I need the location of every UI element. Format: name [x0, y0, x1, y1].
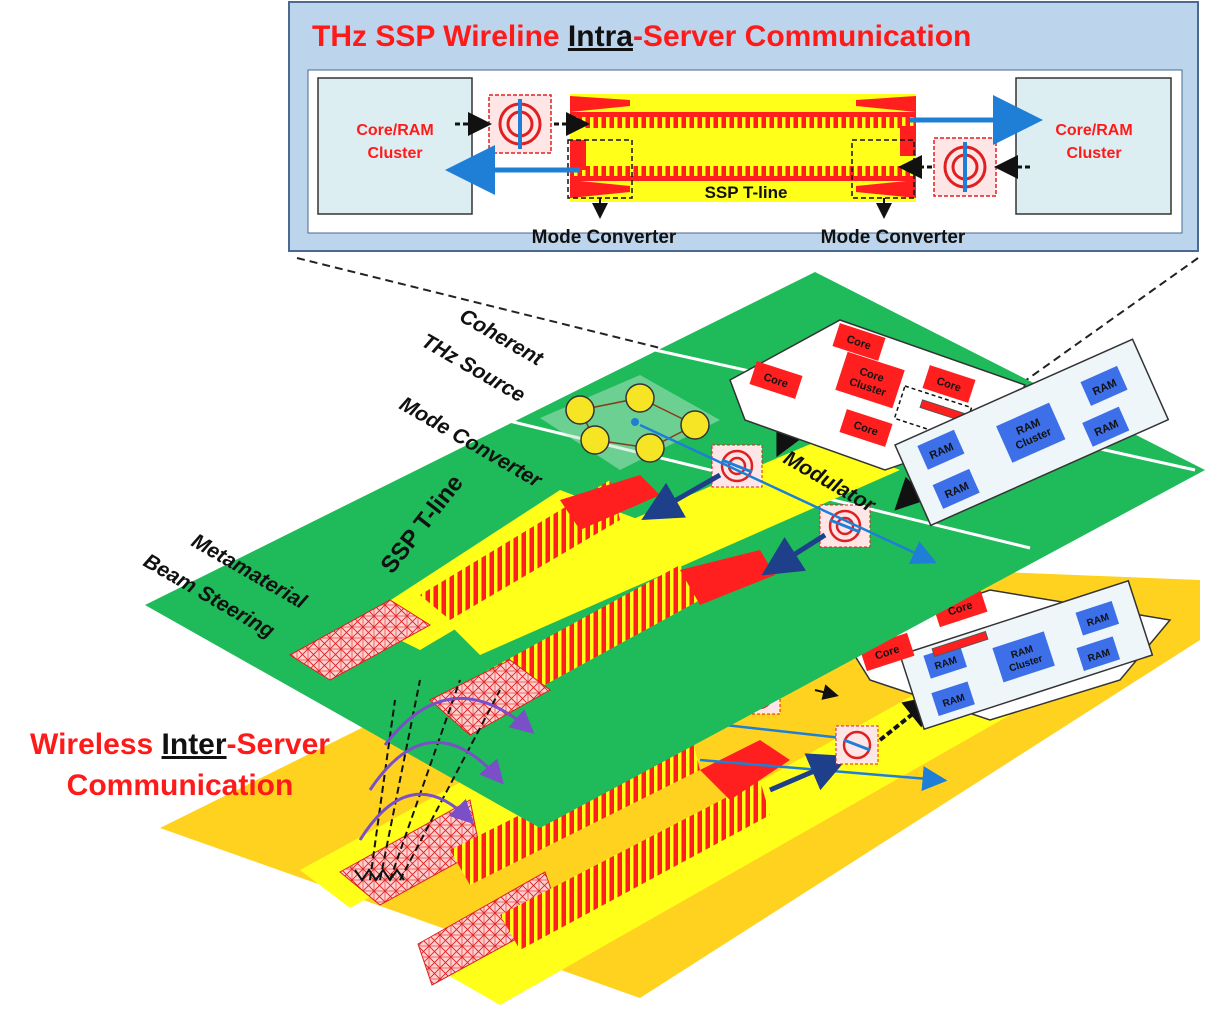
oscillator-icon: [680, 410, 710, 440]
mode-converter-label-left: Mode Converter: [532, 227, 677, 248]
wave-arc-1: [358, 792, 475, 841]
zoom-line-left: [296, 257, 871, 401]
wave-arc-3: [383, 696, 535, 746]
oscillator-icon: [635, 433, 665, 463]
wireless-label-line2: Communication: [67, 769, 294, 802]
oscillator-icon: [625, 383, 655, 413]
right-cluster-label-2: Cluster: [1066, 145, 1121, 162]
oscillator-icon: [580, 425, 610, 455]
lower-modulator-1: [835, 725, 879, 765]
wireless-beam: [354, 679, 535, 882]
modulator-icon-left: [488, 94, 552, 154]
inset-tline-lower-teeth: [570, 166, 916, 178]
upper-modulator-1: [711, 444, 763, 488]
right-cluster-label-1: Core/RAM: [1055, 122, 1132, 139]
inset-tline-upper-teeth: [570, 116, 916, 128]
left-cluster-label-2: Cluster: [367, 145, 422, 162]
upper-metamaterial-2: [429, 659, 551, 736]
mode-converter-label-right: Mode Converter: [821, 227, 966, 248]
coherent-thz-source: [540, 375, 720, 470]
left-cluster-label-1: Core/RAM: [356, 122, 433, 139]
modulator-icon-right: [933, 137, 997, 197]
upper-metamaterial-1: [289, 599, 431, 681]
inset-title: THz SSP Wireline Intra-Server Communicat…: [312, 20, 971, 53]
intra-server-inset: THz SSP Wireline Intra-Server Communicat…: [288, 1, 1199, 252]
taper-top-left: [570, 96, 630, 112]
wave-arc-2: [368, 741, 504, 791]
zigzag-emitter: [354, 868, 405, 882]
lower-tline-2: [500, 780, 770, 950]
taper-top-right: [856, 96, 916, 112]
zoom-line-right: [969, 257, 1199, 421]
lower-tline-link: [931, 630, 989, 658]
inset-tline-label: SSP T-line: [705, 183, 788, 202]
oscillator-icon: [565, 395, 595, 425]
taper-bottom-right: [856, 180, 916, 198]
upper-board: Core Core Core Cluster Core Core RAM RAM…: [145, 272, 1205, 828]
wireless-label-line1: Wireless Inter-Server: [30, 728, 330, 761]
taper-bottom-left: [570, 180, 630, 198]
